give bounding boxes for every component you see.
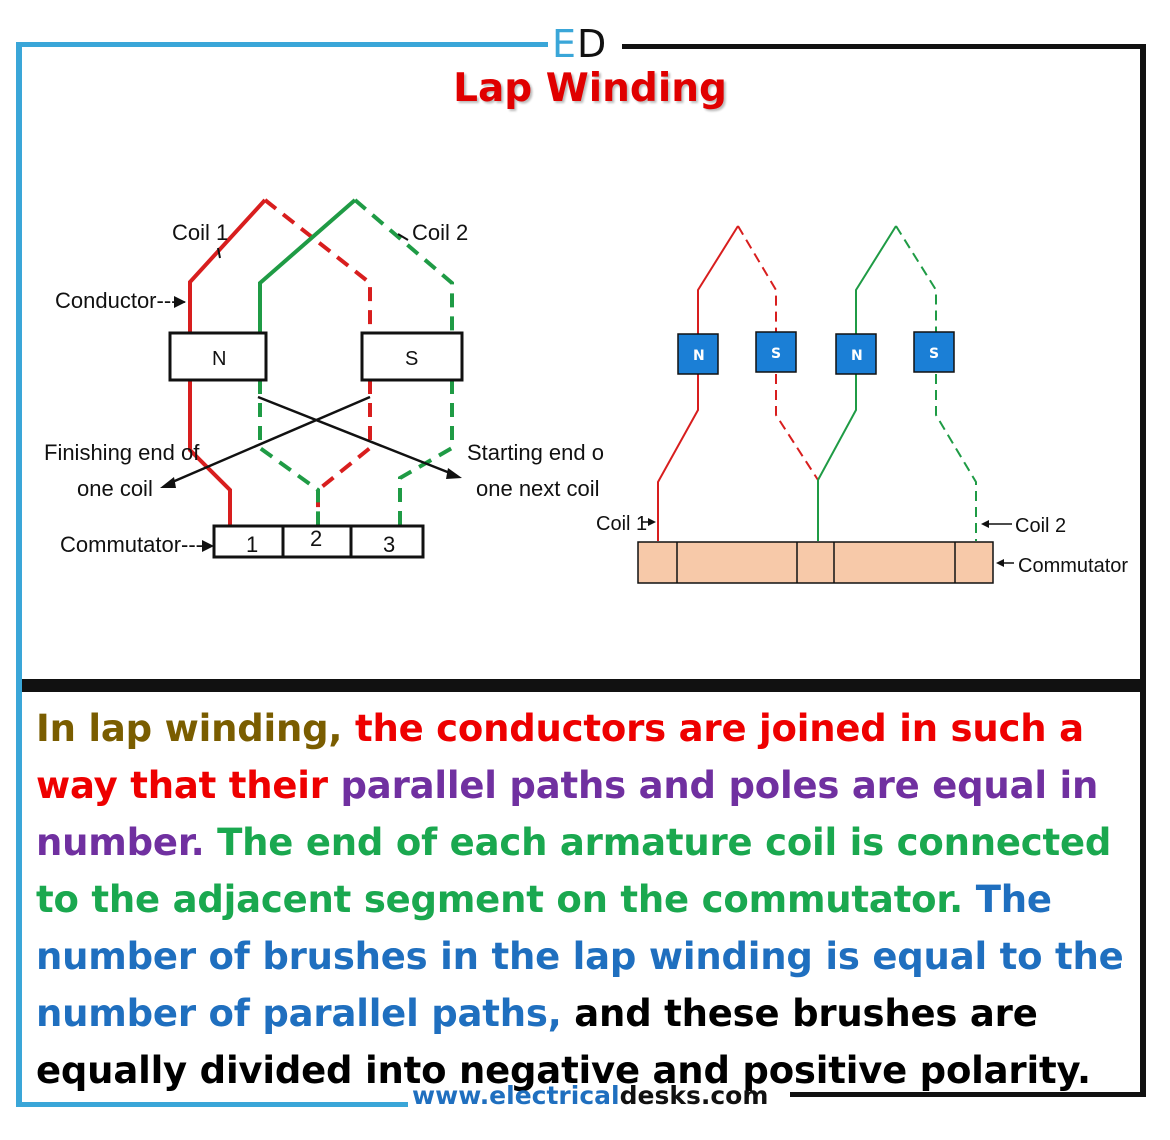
coil2-leader <box>397 233 409 241</box>
right-coil2-green <box>817 225 977 541</box>
website-part-3: .com <box>700 1081 769 1110</box>
right-coil1-arrowhead <box>648 518 656 526</box>
coil1-red-winding <box>188 198 372 528</box>
right-pole-3 <box>835 333 877 375</box>
starting-end-label-line2: one next coil <box>476 476 600 501</box>
pole-s-box <box>360 331 464 382</box>
commutator-arrowhead-left <box>202 540 214 552</box>
right-coil2-label: Coil 2 <box>1015 515 1066 537</box>
commutator-right <box>637 541 994 584</box>
commutator-label-left: Commutator---- <box>60 532 210 557</box>
cross-arrowhead-b <box>160 477 176 488</box>
pole-s-label: S <box>405 348 418 370</box>
right-pole-1 <box>677 333 719 375</box>
description-paragraph: In lap winding, the conductors are joine… <box>36 700 1146 1099</box>
description-part-3: parallel paths and poles are equal in nu… <box>36 764 1099 864</box>
segment-1-label: 1 <box>246 532 258 557</box>
frame-top-black <box>622 44 1146 49</box>
description-part-6: and these brushes are equally divided in… <box>36 992 1091 1092</box>
frame-bottom-blue <box>18 1102 408 1107</box>
left-diagram: N S Coil 1 Coil 2 Conductor---- Finishin… <box>44 198 604 559</box>
coil1-label: Coil 1 <box>172 220 228 245</box>
lap-winding-diagrams: N S Coil 1 Coil 2 Conductor---- Finishin… <box>44 198 1128 584</box>
right-coil1-label: Coil 1 <box>596 513 647 535</box>
frame-bottom-black <box>790 1092 1146 1097</box>
conductor-arrowhead <box>174 296 186 308</box>
right-pole-1-label: N <box>693 348 705 364</box>
website-part-2: desks <box>619 1081 701 1110</box>
right-pole-4-label: S <box>929 346 939 362</box>
coil1-leader <box>217 247 221 259</box>
page-title: Lap Winding <box>453 66 727 111</box>
segment-2-label: 2 <box>310 526 322 551</box>
cross-line-b <box>169 395 371 485</box>
pole-n-label: N <box>212 348 226 370</box>
finishing-end-label-line1: Finishing end of <box>44 440 200 465</box>
right-coil1-red <box>657 225 819 541</box>
description-part-2: the conductors are joined in such a way … <box>36 707 1084 807</box>
finishing-end-label-line2: one coil <box>77 476 153 501</box>
frame-left-blue <box>16 42 22 1107</box>
website-link[interactable]: www.electricaldesks.com <box>412 1081 768 1110</box>
conductor-label: Conductor---- <box>55 288 186 313</box>
frame-top-blue <box>18 42 548 47</box>
logo: ED <box>552 24 607 64</box>
right-diagram: N S N S Coil 1 Coil 2 Commutator <box>596 225 1128 584</box>
commutator-left <box>212 524 425 559</box>
coil2-label: Coil 2 <box>412 220 468 245</box>
pole-n-box <box>168 331 268 382</box>
logo-letter-e: E <box>552 22 578 66</box>
right-pole-2-label: S <box>771 346 781 362</box>
frame-divider <box>22 679 1146 692</box>
frame-right-black <box>1140 44 1146 1096</box>
right-pole-3-label: N <box>851 348 863 364</box>
cross-line-a <box>257 395 456 477</box>
description-part-4: The end of each armature coil is connect… <box>36 821 1112 921</box>
right-pole-4 <box>913 331 955 373</box>
right-pole-2 <box>755 331 797 373</box>
description-part-1: In lap winding, <box>36 707 355 750</box>
cross-arrowhead-a <box>446 468 462 479</box>
starting-end-label-line1: Starting end o <box>467 440 604 465</box>
description-part-5: The number of brushes in the lap winding… <box>36 878 1124 1035</box>
website-part-1: www.electrical <box>412 1081 620 1110</box>
right-commutator-label: Commutator <box>1018 555 1128 577</box>
segment-3-label: 3 <box>383 532 395 557</box>
logo-letter-d: D <box>577 22 608 66</box>
